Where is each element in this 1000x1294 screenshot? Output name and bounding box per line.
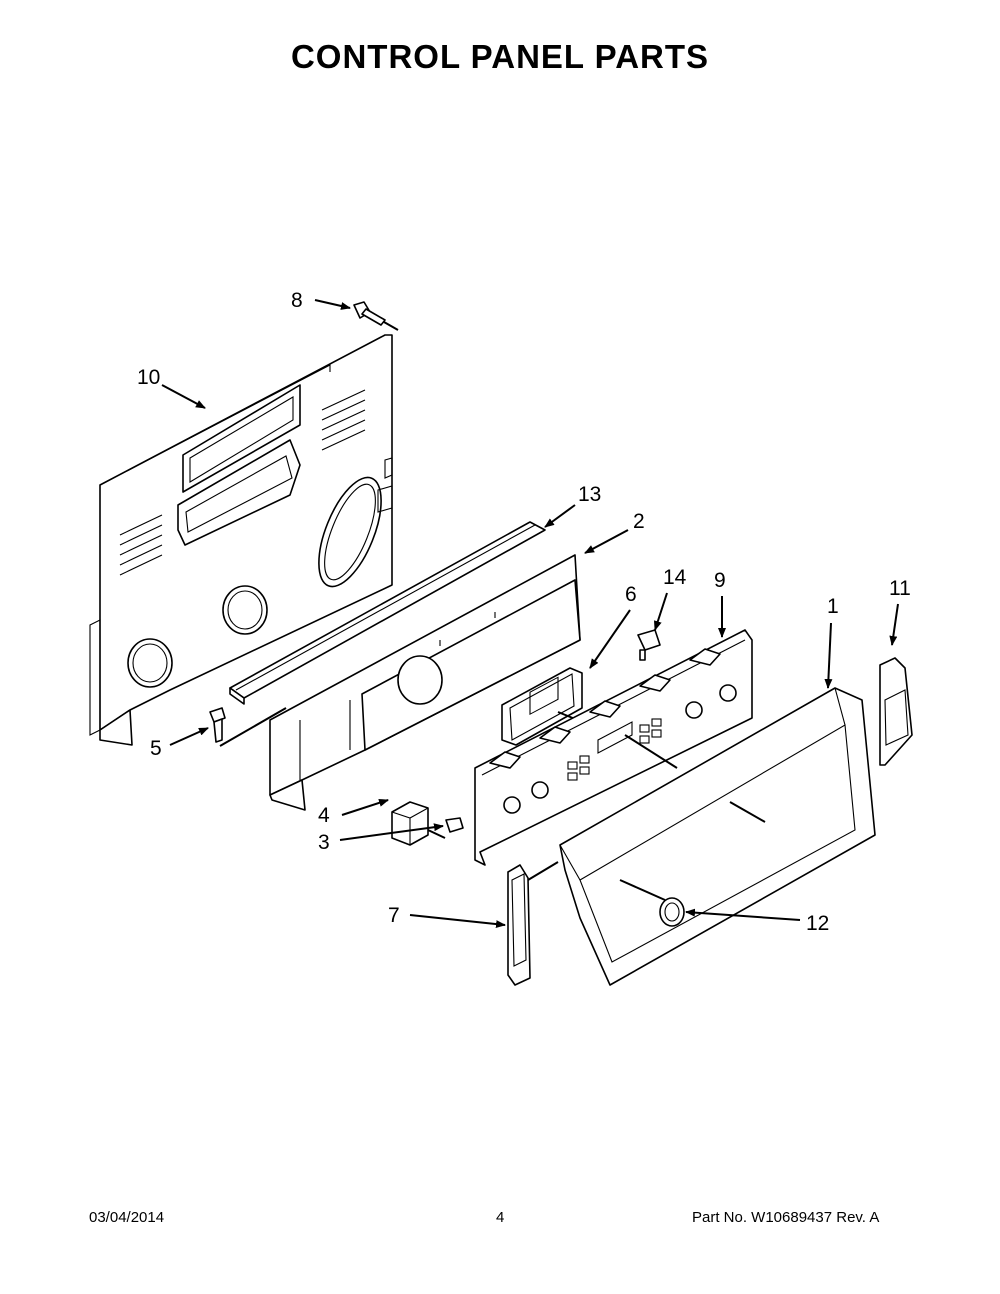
- part-4-relay: [391, 801, 446, 846]
- callout-8: 8: [291, 289, 303, 312]
- part-7-end-bracket: [507, 861, 559, 986]
- part-9-control-panel: [474, 629, 753, 866]
- part-13-strip: [229, 521, 546, 705]
- part-11-end-bracket: [879, 657, 913, 766]
- part-12-knob: [659, 897, 685, 927]
- part-1-console-trim: [559, 687, 876, 986]
- callout-2: 2: [633, 510, 645, 533]
- callout-9: 9: [714, 569, 726, 592]
- callout-14: 14: [663, 566, 687, 589]
- page-title: CONTROL PANEL PARTS: [290, 38, 710, 75]
- callout-13: 13: [578, 483, 601, 506]
- part-14-clip: [637, 629, 661, 661]
- callout-5: 5: [150, 737, 162, 760]
- part-5-screw: [209, 707, 287, 747]
- callout-6: 6: [625, 583, 637, 606]
- callout-labels: 8 10 13 2 14 9 6 1 11 5 4 3 7 12: [137, 289, 911, 935]
- footer-part-number: Part No. W10689437 Rev. A: [692, 1209, 880, 1226]
- footer-date: 03/04/2014: [89, 1209, 165, 1226]
- callout-10: 10: [137, 366, 160, 389]
- callout-11: 11: [889, 577, 911, 600]
- callout-12: 12: [806, 912, 829, 935]
- footer-page-number: 4: [496, 1209, 505, 1226]
- part-6-control-board: [501, 667, 591, 746]
- part-8-screw: [353, 301, 399, 331]
- part-3-screw: [445, 817, 464, 833]
- callout-7: 7: [388, 904, 400, 927]
- part-10-rear-panel: [89, 334, 393, 746]
- part-2-channel: [269, 554, 581, 811]
- callout-3: 3: [318, 831, 330, 854]
- leader-lines: [161, 299, 899, 929]
- callout-1: 1: [827, 595, 839, 618]
- callout-4: 4: [318, 804, 330, 827]
